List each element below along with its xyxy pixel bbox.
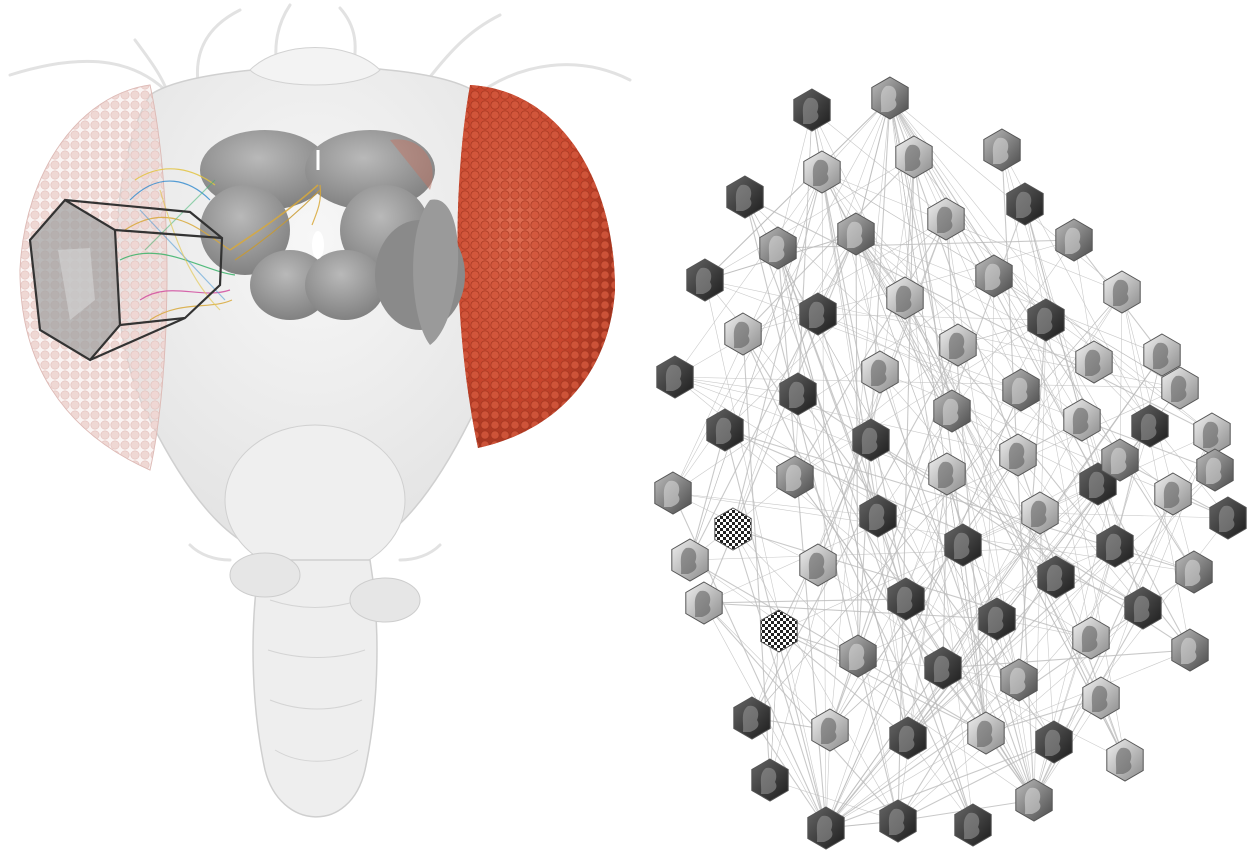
network-edge [725,430,1143,608]
filter-node-light [812,709,848,751]
network-edge [1040,513,1054,742]
filter-node-mid [838,213,874,255]
filter-node-mid [777,456,813,498]
ocellar-ridge [250,48,380,86]
filter-node-dark [955,804,991,846]
hexagonal-filter-network [655,77,1246,849]
network-edge [673,493,878,516]
filter-node-dark [752,759,788,801]
filter-node-dark [1125,587,1161,629]
filter-node-mid [984,129,1020,171]
right-compound-eye [458,85,615,448]
network-edge [856,98,890,234]
filter-node-dark [1210,497,1246,539]
filter-node-dark [808,807,844,849]
fly-head-illustration [10,5,630,817]
filter-node-mid [976,255,1012,297]
filter-node-dark [794,89,830,131]
filter-node-light [1155,473,1191,515]
filter-node-mid [1016,779,1052,821]
filter-node-mid [872,77,908,119]
filter-node-dark [945,524,981,566]
filter-node-light [1000,434,1036,476]
filter-node-checker [715,508,751,550]
filter-node-mid [1172,629,1208,671]
filter-node-mid [1003,369,1039,411]
filter-node-light [929,453,965,495]
filter-node-mid [1056,219,1092,261]
network-edge [704,603,898,821]
filter-node-dark [727,176,763,218]
filter-node-mid [655,472,691,514]
filter-node-light [672,539,708,581]
filter-node-dark [1007,183,1043,225]
filter-node-mid [1176,551,1212,593]
network-edge [818,314,1046,320]
proboscis [225,425,420,817]
filter-node-dark [687,259,723,301]
filter-node-light [1107,739,1143,781]
filter-node-dark [890,717,926,759]
filter-node-light [725,313,761,355]
filter-node-dark [657,356,693,398]
filter-node-light [1076,341,1112,383]
filter-node-light [1194,413,1230,455]
filter-node-dark [707,409,743,451]
filter-node-light [1022,492,1058,534]
filter-node-light [1064,399,1100,441]
filter-node-light [940,324,976,366]
